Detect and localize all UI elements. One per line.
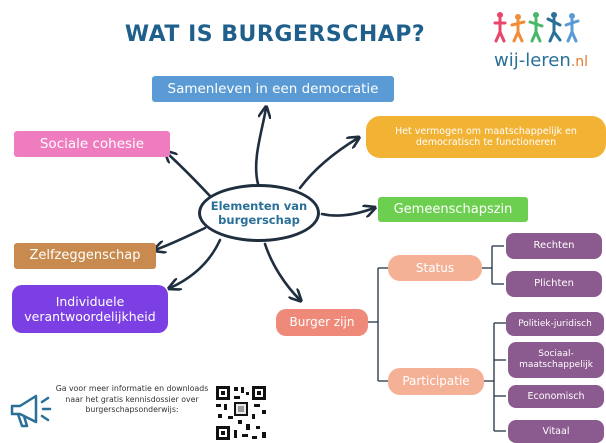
status-item-rechten: Rechten bbox=[506, 233, 602, 259]
element-vermogen: Het vermogen om maatschappelijk en democ… bbox=[366, 116, 606, 158]
participatie-item-sociaal: Sociaal-maatschappelijk bbox=[508, 342, 604, 378]
element-gemeenschapszin: Gemeenschapszin bbox=[378, 197, 528, 222]
node-participatie: Participatie bbox=[388, 368, 484, 395]
element-sociale-cohesie: Sociale cohesie bbox=[14, 131, 170, 157]
info-text: Ga voor meer informatie en downloads naa… bbox=[55, 384, 209, 415]
megaphone-icon bbox=[10, 394, 52, 428]
bracket-participatie bbox=[484, 322, 506, 432]
center-ellipse: Elementen van burgerschap bbox=[198, 184, 320, 242]
arrow-to-samenleven bbox=[254, 108, 266, 186]
arrow-to-zelfzeggenschap bbox=[155, 226, 207, 250]
logo-text: wij-leren bbox=[494, 50, 571, 71]
center-line1: Elementen van bbox=[210, 198, 308, 213]
status-item-plichten: Plichten bbox=[506, 271, 602, 297]
arrow-to-individuele bbox=[170, 238, 222, 288]
bracket-burger-zijn bbox=[368, 267, 388, 382]
participatie-item-vitaal: Vitaal bbox=[508, 420, 604, 443]
bracket-status bbox=[482, 245, 504, 285]
element-zelfzeggenschap: Zelfzeggenschap bbox=[14, 243, 156, 269]
logo-suffix: .nl bbox=[570, 54, 588, 70]
node-status: Status bbox=[388, 255, 482, 281]
element-samenleven: Samenleven in een democratie bbox=[152, 76, 394, 102]
people-figures-icon bbox=[493, 12, 580, 43]
qr-code[interactable] bbox=[214, 384, 268, 442]
logo[interactable]: wij-leren.nl bbox=[494, 50, 588, 71]
participatie-item-economisch: Economisch bbox=[508, 385, 604, 408]
center-line2: burgerschap bbox=[218, 213, 300, 227]
arrow-to-burger-zijn bbox=[263, 242, 300, 300]
page-title: WAT IS BURGERSCHAP? bbox=[124, 22, 426, 47]
arrow-to-sociale-cohesie bbox=[166, 152, 212, 198]
participatie-item-politiek: Politiek-juridisch bbox=[506, 312, 604, 336]
element-individuele: Individuele verantwoordelijkheid bbox=[12, 285, 168, 333]
element-burger-zijn: Burger zijn bbox=[276, 309, 368, 336]
arrow-to-vermogen bbox=[298, 138, 358, 190]
arrow-to-gemeenschapszin bbox=[320, 208, 374, 216]
